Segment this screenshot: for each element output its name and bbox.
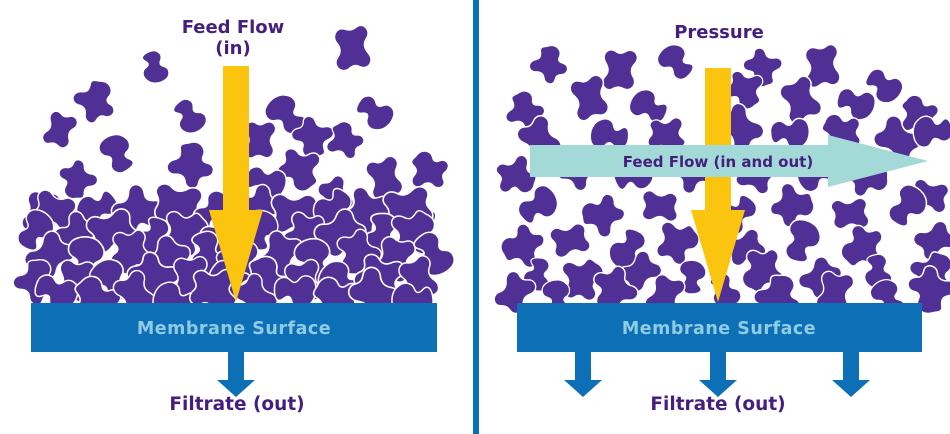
particle-blob-icon (652, 39, 697, 87)
particle-blob-icon (170, 94, 210, 138)
particle-blob-icon (525, 39, 576, 89)
particle-blob-icon (548, 221, 592, 260)
left-membrane-surface (31, 303, 437, 352)
right-filtrate-arrow-right-icon (832, 352, 870, 397)
right-crossflow-label: Feed Flow (in and out) (623, 153, 813, 171)
right-crossflow-arrow-icon (530, 135, 928, 187)
particle-blob-icon (38, 107, 81, 153)
left-feed-flow-label-line1: Feed Flow (182, 17, 285, 38)
particle-blob-icon (323, 117, 369, 163)
particle-blob-icon (599, 46, 640, 94)
panel-divider (473, 0, 479, 434)
particle-blob-icon (96, 131, 136, 177)
particle-blob-icon (69, 73, 125, 130)
particle-blob-icon (333, 24, 373, 72)
left-feed-flow-arrow-icon (209, 66, 263, 302)
right-pressure-arrow-icon (691, 68, 745, 302)
right-filtrate-label: Filtrate (out) (650, 394, 785, 415)
particle-blob-icon (162, 134, 223, 195)
right-pressure-label: Pressure (674, 22, 764, 43)
left-membrane-label: Membrane Surface (137, 319, 331, 339)
particle-blob-icon (830, 197, 870, 230)
left-filtrate-label: Filtrate (out) (169, 394, 304, 415)
right-membrane-label: Membrane Surface (622, 319, 816, 339)
particle-blob-icon (351, 86, 400, 137)
particle-blob-icon (639, 189, 681, 224)
right-filtrate-arrow-middle-icon (699, 352, 737, 397)
right-filtrate-arrow-left-icon (564, 352, 602, 397)
left-filtrate-arrow-icon (217, 352, 255, 397)
particle-blob-icon (141, 50, 170, 84)
left-feed-flow-label-line2: (in) (215, 38, 250, 59)
particle-blob-icon (409, 149, 450, 190)
right-membrane-surface (517, 303, 922, 352)
particle-blob-icon (567, 73, 611, 124)
